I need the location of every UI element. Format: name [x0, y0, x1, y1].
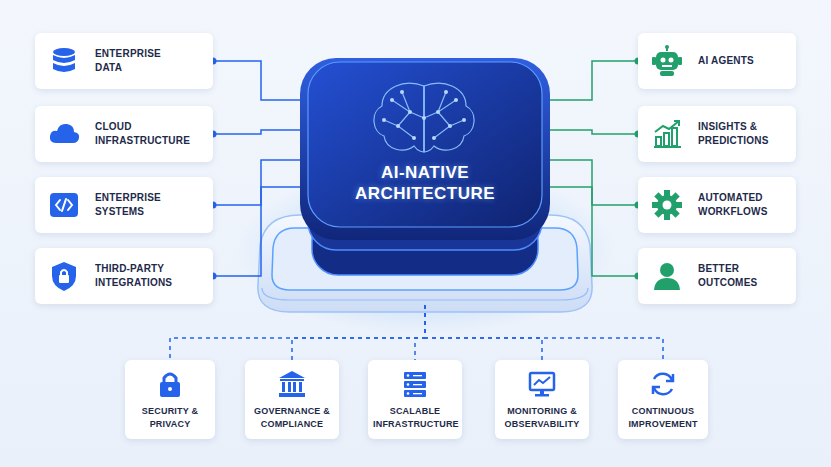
connector-line [170, 305, 425, 360]
connector [550, 187, 642, 280]
connector [210, 160, 301, 209]
outcome-card: AI AGENTS [638, 33, 796, 89]
card-label: THIRD-PARTY INTEGRATIONS [95, 262, 185, 290]
icon [277, 369, 307, 399]
connector [550, 130, 642, 138]
card-label: SECURITY & PRIVACY [128, 405, 212, 431]
icon [527, 369, 557, 399]
card-label: CONTINUOUS IMPROVEMENT [621, 405, 705, 431]
icon [155, 369, 185, 399]
icon [47, 188, 81, 222]
core-title: AI-NATIVE ARCHITECTURE [340, 162, 510, 305]
icon [47, 259, 81, 293]
icon [650, 188, 684, 222]
connector-line [292, 305, 425, 360]
data-source-card: ENTERPRISE SYSTEMS [35, 177, 213, 233]
data-source-card: ENTERPRISE DATA [35, 33, 213, 89]
icon [650, 44, 684, 78]
foundation-card: CONTINUOUS IMPROVEMENT [618, 360, 708, 439]
connector [210, 187, 301, 280]
icon [47, 44, 81, 78]
card-label: ENTERPRISE SYSTEMS [95, 191, 185, 219]
outcome-card: BETTER OUTCOMES [638, 248, 796, 304]
card-label: GOVERNANCE & COMPLIANCE [250, 405, 334, 431]
top-block [300, 58, 550, 240]
connector-line [213, 61, 300, 100]
brain-icon [374, 83, 474, 152]
connector-line [213, 187, 300, 276]
card-label: MONITORING & OBSERVABILITY [500, 405, 584, 431]
connector [292, 305, 425, 360]
icon [47, 117, 81, 151]
connector [210, 58, 301, 101]
icon [650, 259, 684, 293]
connector-line [415, 305, 425, 360]
foundation-card: MONITORING & OBSERVABILITY [495, 360, 589, 439]
connector [425, 305, 542, 360]
connector [170, 305, 425, 360]
data-source-card: CLOUD INFRASTRUCTURE [35, 106, 213, 162]
connector-line [550, 61, 638, 100]
card-label: AI AGENTS [698, 54, 788, 68]
card-label: AUTOMATED WORKFLOWS [698, 191, 788, 219]
card-label: BETTER OUTCOMES [698, 262, 788, 290]
connector [550, 160, 642, 209]
icon [400, 369, 430, 399]
connector [415, 305, 425, 360]
connector-line [213, 160, 300, 205]
outcome-card: INSIGHTS & PREDICTIONS [638, 106, 796, 162]
outcome-card: AUTOMATED WORKFLOWS [638, 177, 796, 233]
card-label: CLOUD INFRASTRUCTURE [95, 120, 185, 148]
connector-line [213, 130, 300, 134]
connector-line [550, 130, 638, 134]
icon [650, 117, 684, 151]
card-label: SCALABLE INFRASTRUCTURE [373, 405, 457, 431]
foundation-card: SCALABLE INFRASTRUCTURE [368, 360, 462, 439]
data-source-card: THIRD-PARTY INTEGRATIONS [35, 248, 213, 304]
foundation-card: GOVERNANCE & COMPLIANCE [245, 360, 339, 439]
connector-line [425, 305, 542, 360]
connector-line [425, 305, 663, 360]
core-platform: AI-NATIVE ARCHITECTURE [300, 55, 550, 305]
connector [550, 58, 642, 101]
connector-line [550, 187, 638, 276]
foundation-card: SECURITY & PRIVACY [125, 360, 215, 439]
card-label: INSIGHTS & PREDICTIONS [698, 120, 788, 148]
card-label: ENTERPRISE DATA [95, 47, 185, 75]
connector [425, 305, 663, 360]
connector [210, 130, 301, 138]
icon [648, 369, 678, 399]
connector-line [550, 160, 638, 205]
